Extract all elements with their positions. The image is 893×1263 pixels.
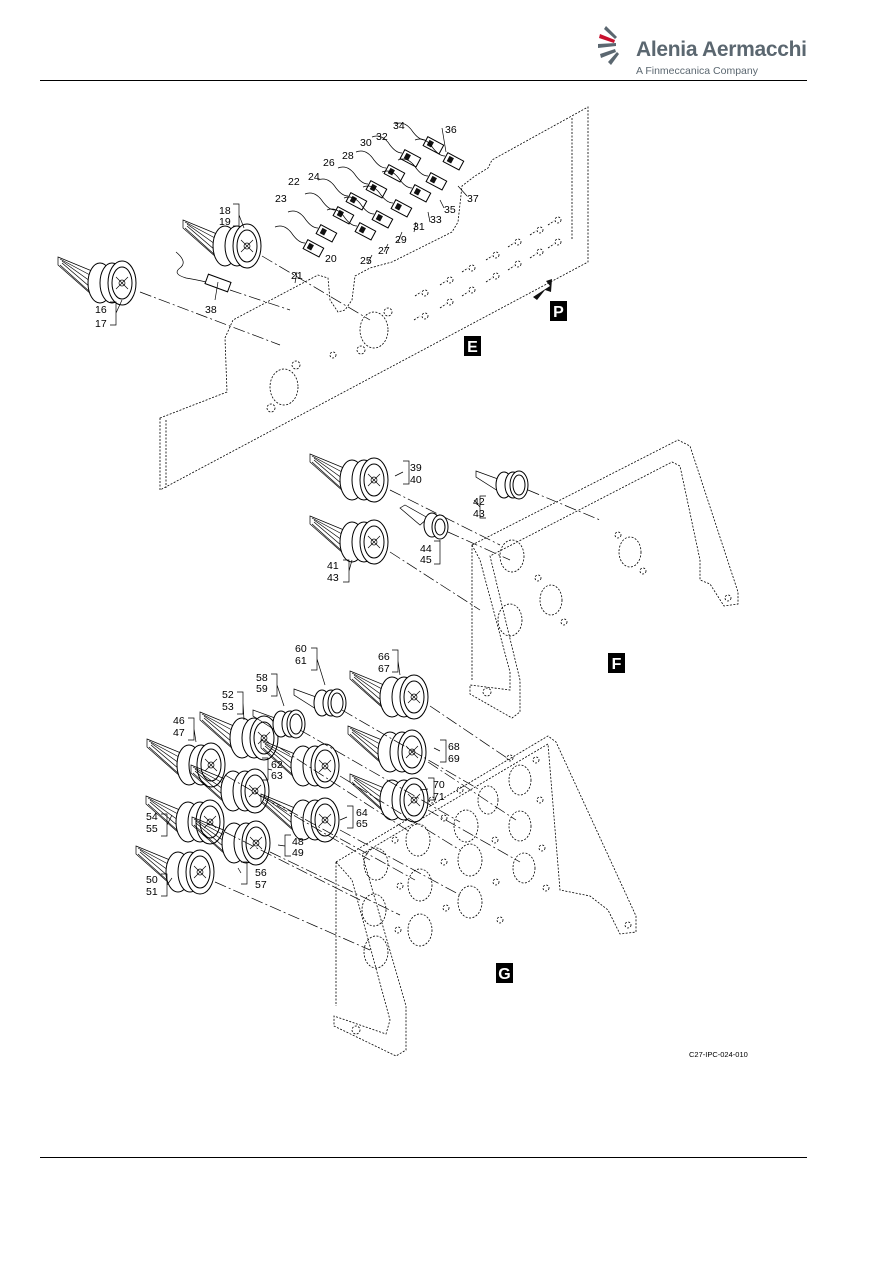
callout-20: 20 xyxy=(325,253,337,265)
figure-code: C27-IPC-024-010 xyxy=(689,1050,748,1059)
callout-48: 48 xyxy=(292,836,304,848)
callout-68: 68 xyxy=(448,741,460,753)
view-label-f: F xyxy=(608,653,625,673)
connector-41-43 xyxy=(309,515,481,611)
footer-rule xyxy=(40,1157,807,1158)
alenia-swoosh-logo-icon xyxy=(598,26,619,65)
callout-52: 52 xyxy=(222,689,234,701)
callout-18: 18 xyxy=(219,205,231,217)
callout-42: 42 xyxy=(473,496,485,508)
callout-26: 26 xyxy=(323,157,335,169)
connector-44-45 xyxy=(399,504,511,561)
view-label-g: G xyxy=(496,963,513,983)
callout-63: 63 xyxy=(271,770,283,782)
callout-31: 31 xyxy=(413,221,425,233)
callout-21: 21 xyxy=(291,270,303,282)
callout-17: 17 xyxy=(95,318,107,330)
callout-35: 35 xyxy=(444,204,456,216)
connector-18-19 xyxy=(182,219,371,321)
callout-34: 34 xyxy=(393,120,405,132)
callout-43-b: 43 xyxy=(473,508,485,520)
callout-numbers: 16 17 18 19 20 21 22 23 24 25 26 27 28 2… xyxy=(95,120,485,898)
view-label-p: P xyxy=(550,301,567,321)
callout-70: 70 xyxy=(433,779,445,791)
brand-tagline: A Finmeccanica Company xyxy=(636,65,758,77)
connector-42-43 xyxy=(475,470,601,521)
callout-44: 44 xyxy=(420,543,432,555)
callout-64: 64 xyxy=(356,807,368,819)
callout-36: 36 xyxy=(445,124,457,136)
callout-23: 23 xyxy=(275,193,287,205)
callout-55: 55 xyxy=(146,823,158,835)
callout-28: 28 xyxy=(342,150,354,162)
callout-43-a: 43 xyxy=(327,572,339,584)
callout-39: 39 xyxy=(410,462,422,474)
view-e-panel xyxy=(159,106,589,491)
callout-brackets xyxy=(110,127,486,897)
view-label-e: E xyxy=(464,336,481,356)
callout-51: 51 xyxy=(146,886,158,898)
callout-59: 59 xyxy=(256,683,268,695)
callout-41: 41 xyxy=(327,560,339,572)
callout-40: 40 xyxy=(410,474,422,486)
callout-61: 61 xyxy=(295,655,307,667)
callout-29: 29 xyxy=(395,234,407,246)
callout-66: 66 xyxy=(378,651,390,663)
connectors-view-g xyxy=(135,670,521,951)
view-f-bracket xyxy=(469,439,739,719)
callout-53: 53 xyxy=(222,701,234,713)
callout-50: 50 xyxy=(146,874,158,886)
callout-24: 24 xyxy=(308,171,320,183)
callout-22: 22 xyxy=(288,176,300,188)
callout-47: 47 xyxy=(173,727,185,739)
callout-62: 62 xyxy=(271,759,283,771)
header-rule xyxy=(40,80,807,81)
callout-60: 60 xyxy=(295,643,307,655)
callout-65: 65 xyxy=(356,818,368,830)
brand-name: Alenia Aermacchi xyxy=(636,38,807,61)
svg-text:P: P xyxy=(553,304,564,321)
connector-16-17 xyxy=(57,256,281,346)
callout-30: 30 xyxy=(360,137,372,149)
callout-37: 37 xyxy=(467,193,479,205)
callout-69: 69 xyxy=(448,753,460,765)
callout-57: 57 xyxy=(255,879,267,891)
callout-67: 67 xyxy=(378,663,390,675)
callout-58: 58 xyxy=(256,672,268,684)
svg-text:F: F xyxy=(612,656,622,673)
view-g-bracket xyxy=(333,735,637,1057)
callout-46: 46 xyxy=(173,715,185,727)
svg-text:E: E xyxy=(467,339,478,356)
callout-45: 45 xyxy=(420,554,432,566)
svg-text:G: G xyxy=(498,966,510,983)
view-arrow-p xyxy=(533,279,552,300)
callout-27: 27 xyxy=(378,245,390,257)
callout-38: 38 xyxy=(205,304,217,316)
connector-39-40 xyxy=(309,453,501,546)
callout-71: 71 xyxy=(433,791,445,803)
callout-54: 54 xyxy=(146,811,158,823)
callout-49: 49 xyxy=(292,847,304,859)
callout-25: 25 xyxy=(360,255,372,267)
callout-32: 32 xyxy=(376,131,388,143)
callout-16: 16 xyxy=(95,304,107,316)
callout-33: 33 xyxy=(430,214,442,226)
callout-56: 56 xyxy=(255,867,267,879)
callout-19: 19 xyxy=(219,216,231,228)
